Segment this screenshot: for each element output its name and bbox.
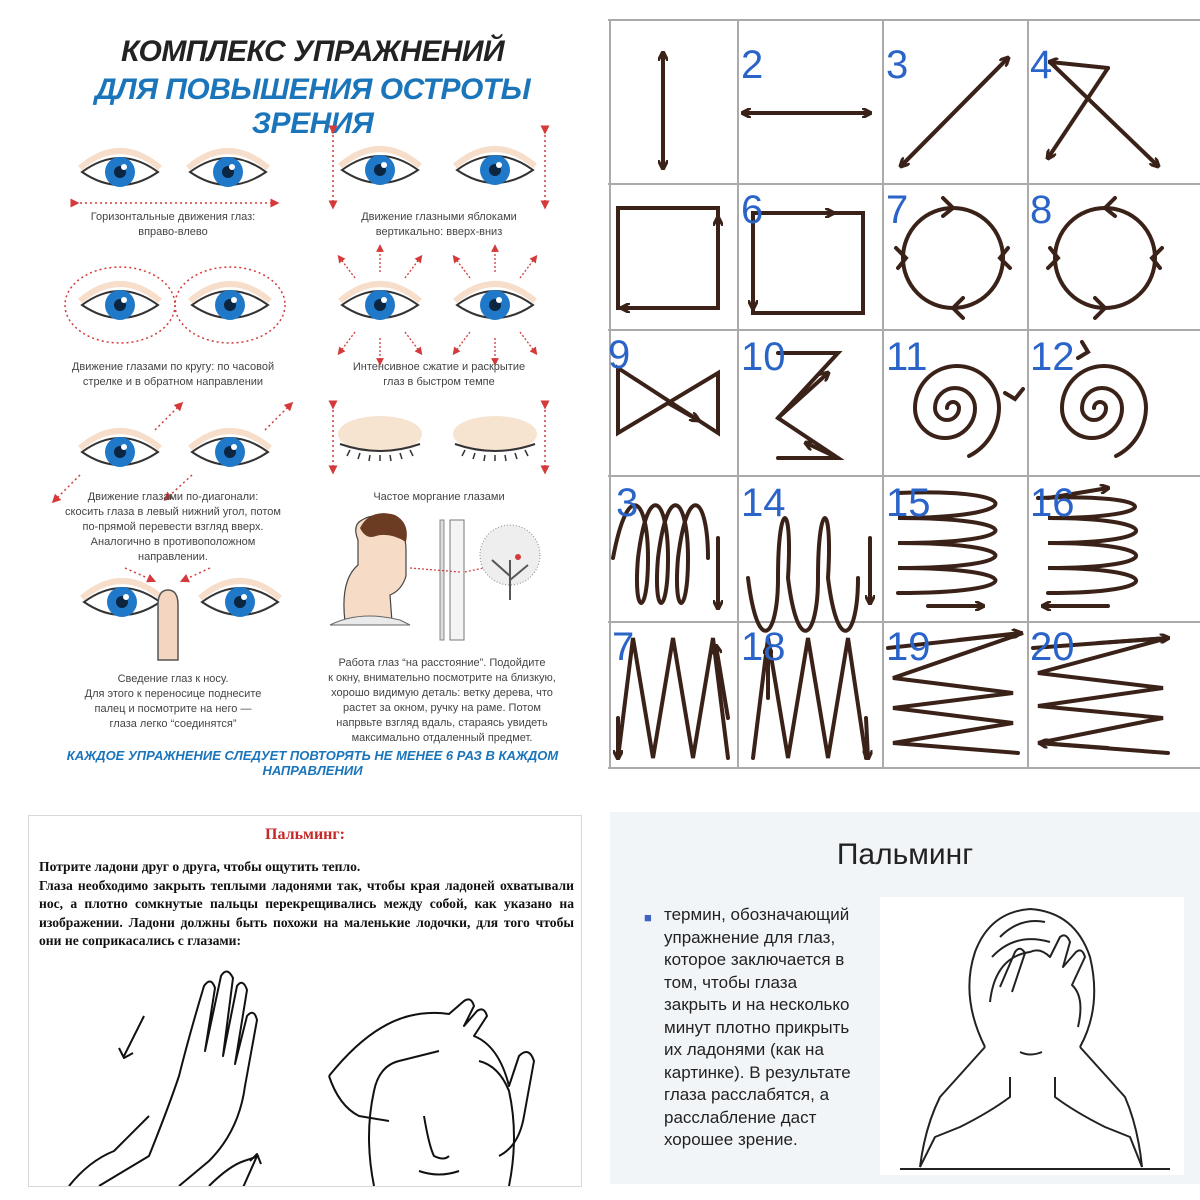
- trajectory-11: [912, 364, 1025, 458]
- palming-definition: термин, обозначающий упражнение для глаз…: [664, 905, 851, 1149]
- cell-number-12: 12: [1030, 335, 1075, 379]
- eye-pair-horizontal: [70, 151, 280, 208]
- trajectory-18: [751, 637, 868, 758]
- cell-number-10: 10: [741, 335, 786, 379]
- trajectory-14: [746, 516, 870, 633]
- trajectory-6: [753, 213, 865, 315]
- woman-palming-illustration: [880, 897, 1184, 1175]
- palming-instructions-panel: Пальминг: Потрите ладони друг о друга, ч…: [28, 815, 582, 1187]
- cell-number-20: 20: [1030, 625, 1075, 669]
- cell-number-14: 14: [741, 481, 786, 525]
- covered-face-drawing: [328, 998, 535, 1186]
- caption-converge: Сведение глаз к носу.Для этого к перенос…: [84, 673, 262, 730]
- trajectory-12: [1059, 340, 1149, 458]
- infographic-title: КОМПЛЕКС УПРАЖНЕНИЙ: [120, 35, 505, 68]
- eye-trajectory-grid: 2 3 4 6 7 8 9 10 11 12 3 14 15 16 7 18 1…: [608, 18, 1200, 770]
- bullet-icon: ■: [644, 910, 652, 925]
- palming-title: Пальминг:: [265, 826, 345, 843]
- trajectory-4: [1048, 62, 1158, 166]
- cell-number-13: 3: [616, 481, 638, 525]
- palming-description: Потрите ладони друг о друга, чтобы ощути…: [39, 858, 574, 951]
- trajectory-17: [618, 637, 730, 760]
- trajectory-9: [616, 364, 720, 437]
- cell-number-19: 19: [886, 625, 931, 669]
- cell-number-11: 11: [886, 335, 928, 379]
- trajectory-10: [774, 351, 845, 460]
- trajectory-3: [901, 58, 1008, 166]
- grid-lines: [608, 19, 1200, 769]
- trajectory-13: [611, 503, 718, 610]
- palming-step-1: Потрите ладони друг о друга, чтобы ощути…: [39, 859, 361, 874]
- man-window-illustration: [329, 513, 541, 641]
- palming-step-2: Глаза необходимо закрыть теплыми ладоням…: [39, 877, 574, 949]
- caption-horizontal: Горизонтальные движения глаз:вправо-влев…: [90, 211, 256, 238]
- eye-pair-squeeze: [340, 244, 535, 366]
- cell-number-2: 2: [741, 43, 763, 87]
- cell-number-18: 18: [741, 625, 786, 669]
- cell-number-3: 3: [886, 43, 908, 87]
- trajectory-20: [1031, 638, 1168, 755]
- palming-slide-title: Пальминг: [836, 838, 974, 871]
- eye-pair-vertical: [328, 125, 550, 210]
- cell-number-8: 8: [1030, 188, 1052, 232]
- eye-pair-blinking: [328, 400, 550, 475]
- cell-number-15: 15: [886, 481, 931, 525]
- trajectory-8: [1046, 196, 1164, 320]
- rubbing-hands-drawing: [68, 970, 262, 1186]
- woman-palming-drawing: [900, 908, 1170, 1170]
- cell-number-16: 16: [1030, 481, 1075, 525]
- eye-illustrations: [51, 125, 550, 661]
- cell-number-9: 9: [608, 333, 630, 377]
- caption-blinking: Частое моргание глазами: [373, 491, 505, 503]
- infographic-subtitle: ДЛЯ ПОВЫШЕНИЯ ОСТРОТЫ ЗРЕНИЯ: [94, 73, 531, 140]
- repeat-instruction: КАЖДОЕ УПРАЖНЕНИЕ СЛЕДУЕТ ПОВТОРЯТЬ НЕ М…: [66, 748, 559, 778]
- eye-pair-circular: [64, 266, 286, 344]
- eye-exercises-panel: КОМПЛЕКС УПРАЖНЕНИЙ ДЛЯ ПОВЫШЕНИЯ ОСТРОТ…: [40, 20, 585, 780]
- trajectory-19: [886, 633, 1024, 755]
- caption-diagonal: Движение глазами по-диагонали:скосить гл…: [65, 491, 281, 563]
- trajectory-15: [896, 490, 998, 606]
- trajectory-5: [616, 206, 718, 308]
- palming-hands-illustration: [68, 970, 535, 1186]
- cell-number-7: 7: [886, 188, 908, 232]
- trajectory-grid-svg: 2 3 4 6 7 8 9 10 11 12 3 14 15 16 7 18 1…: [608, 19, 1200, 769]
- cell-number-4: 4: [1030, 43, 1052, 87]
- eye-pair-converge: [82, 567, 280, 661]
- palming-slide-panel: Пальминг ■ термин, обозначающий упражнен…: [610, 812, 1200, 1184]
- trajectory-16: [1036, 488, 1138, 606]
- eye-pair-diagonal: [51, 401, 294, 504]
- cell-number-6: 6: [741, 188, 763, 232]
- cell-number-17: 7: [612, 625, 634, 669]
- trajectory-7: [894, 196, 1012, 320]
- cell-numbers: 2 3 4 6 7 8 9 10 11 12 3 14 15 16 7 18 1…: [608, 43, 1075, 669]
